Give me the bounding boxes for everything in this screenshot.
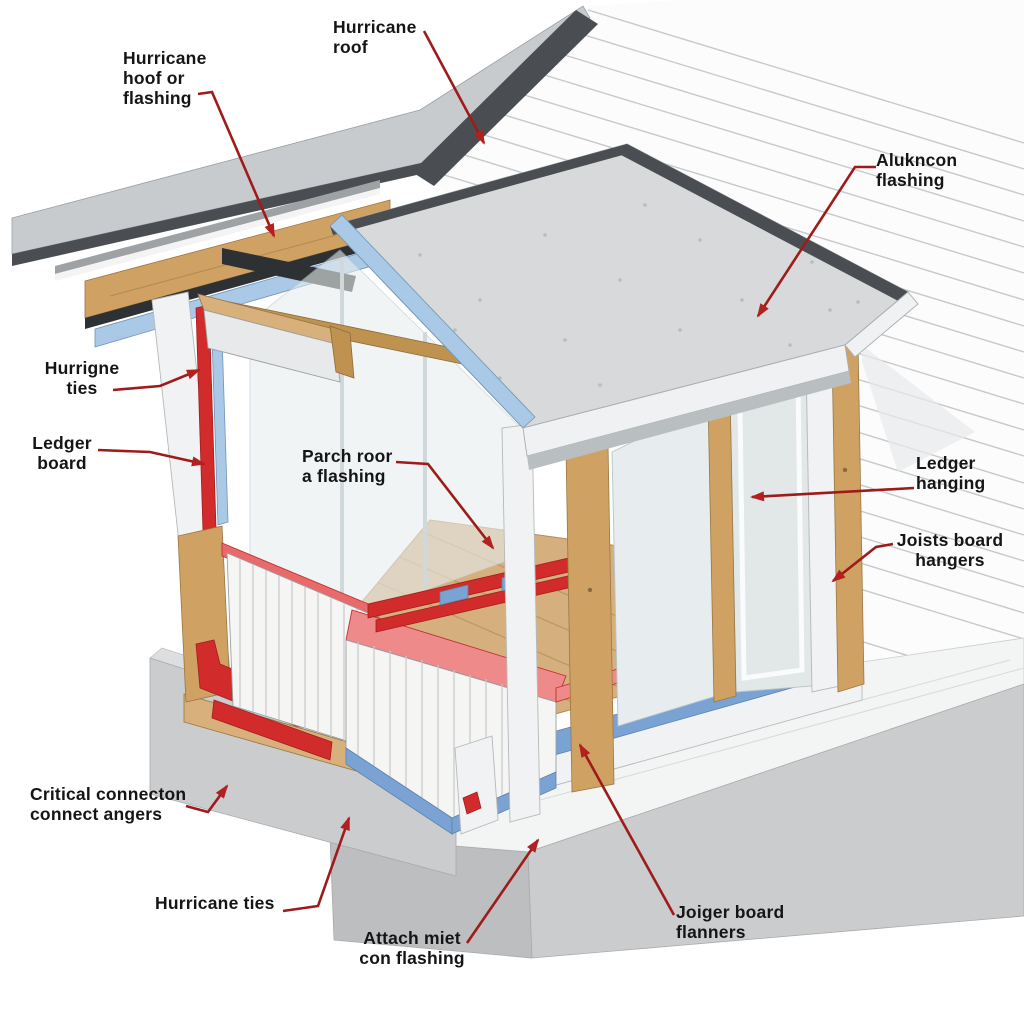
leader-lines (97, 30, 915, 944)
ribbed-wall-panel-1 (221, 542, 384, 753)
leader-hurricane-hoof (197, 90, 276, 238)
label-joists-board-hangers: Joists board hangers (896, 530, 1004, 570)
glass-pane (611, 403, 717, 727)
leader-attach-miet (465, 838, 540, 944)
leader-critical-connecton (185, 784, 229, 814)
leader-ledger-hanging (750, 486, 915, 502)
leader-hurricane-ties (282, 816, 351, 913)
porch-front-wall (501, 341, 865, 823)
label-attach-miet-con-flashing: Attach miet con flashing (359, 928, 465, 968)
label-hurricane-ties: Hurricane ties (155, 893, 275, 913)
leader-joists-hangers (831, 542, 894, 583)
leader-hurrigne-ties (112, 368, 201, 392)
wall-shadow (862, 345, 975, 472)
wood-post-left (565, 443, 615, 793)
roof-rake-band (412, 10, 598, 186)
roof-edge-flashing-top (330, 144, 630, 235)
label-ledger-hanging: Ledger hanging (916, 453, 986, 493)
label-critical-connecton: Critical connecton connect angers (30, 784, 187, 824)
label-ledger-board: Ledger board (32, 433, 92, 473)
label-alukncon-flashing: Alukncon flashing (876, 150, 958, 190)
roof-wall-flashing (621, 144, 908, 303)
leader-ledger-board (97, 448, 206, 467)
label-hurrigne-ties: Hurrigne ties (44, 358, 120, 398)
label-hurricane-roof: Hurricane roof (333, 17, 417, 57)
leader-hurricane-roof (422, 30, 486, 145)
label-hurricane-hoof-or-flashing: Hurricane hoof or flashing (123, 48, 207, 108)
leader-alukncon (756, 165, 876, 318)
roof-fascia-right (844, 291, 919, 358)
leader-joiger-flanners (578, 743, 676, 916)
label-joiger-board-flanners: Joiger board flanners (676, 902, 785, 942)
rake-flashing-blue (329, 214, 536, 429)
roof-speckles (418, 203, 860, 390)
porch-roof (329, 143, 919, 470)
leader-parch-roor (395, 460, 495, 550)
wood-post-corner (831, 341, 865, 693)
outrigger-beam (203, 309, 341, 383)
label-parch-roor-a-flashing: Parch roor a flashing (302, 446, 393, 486)
